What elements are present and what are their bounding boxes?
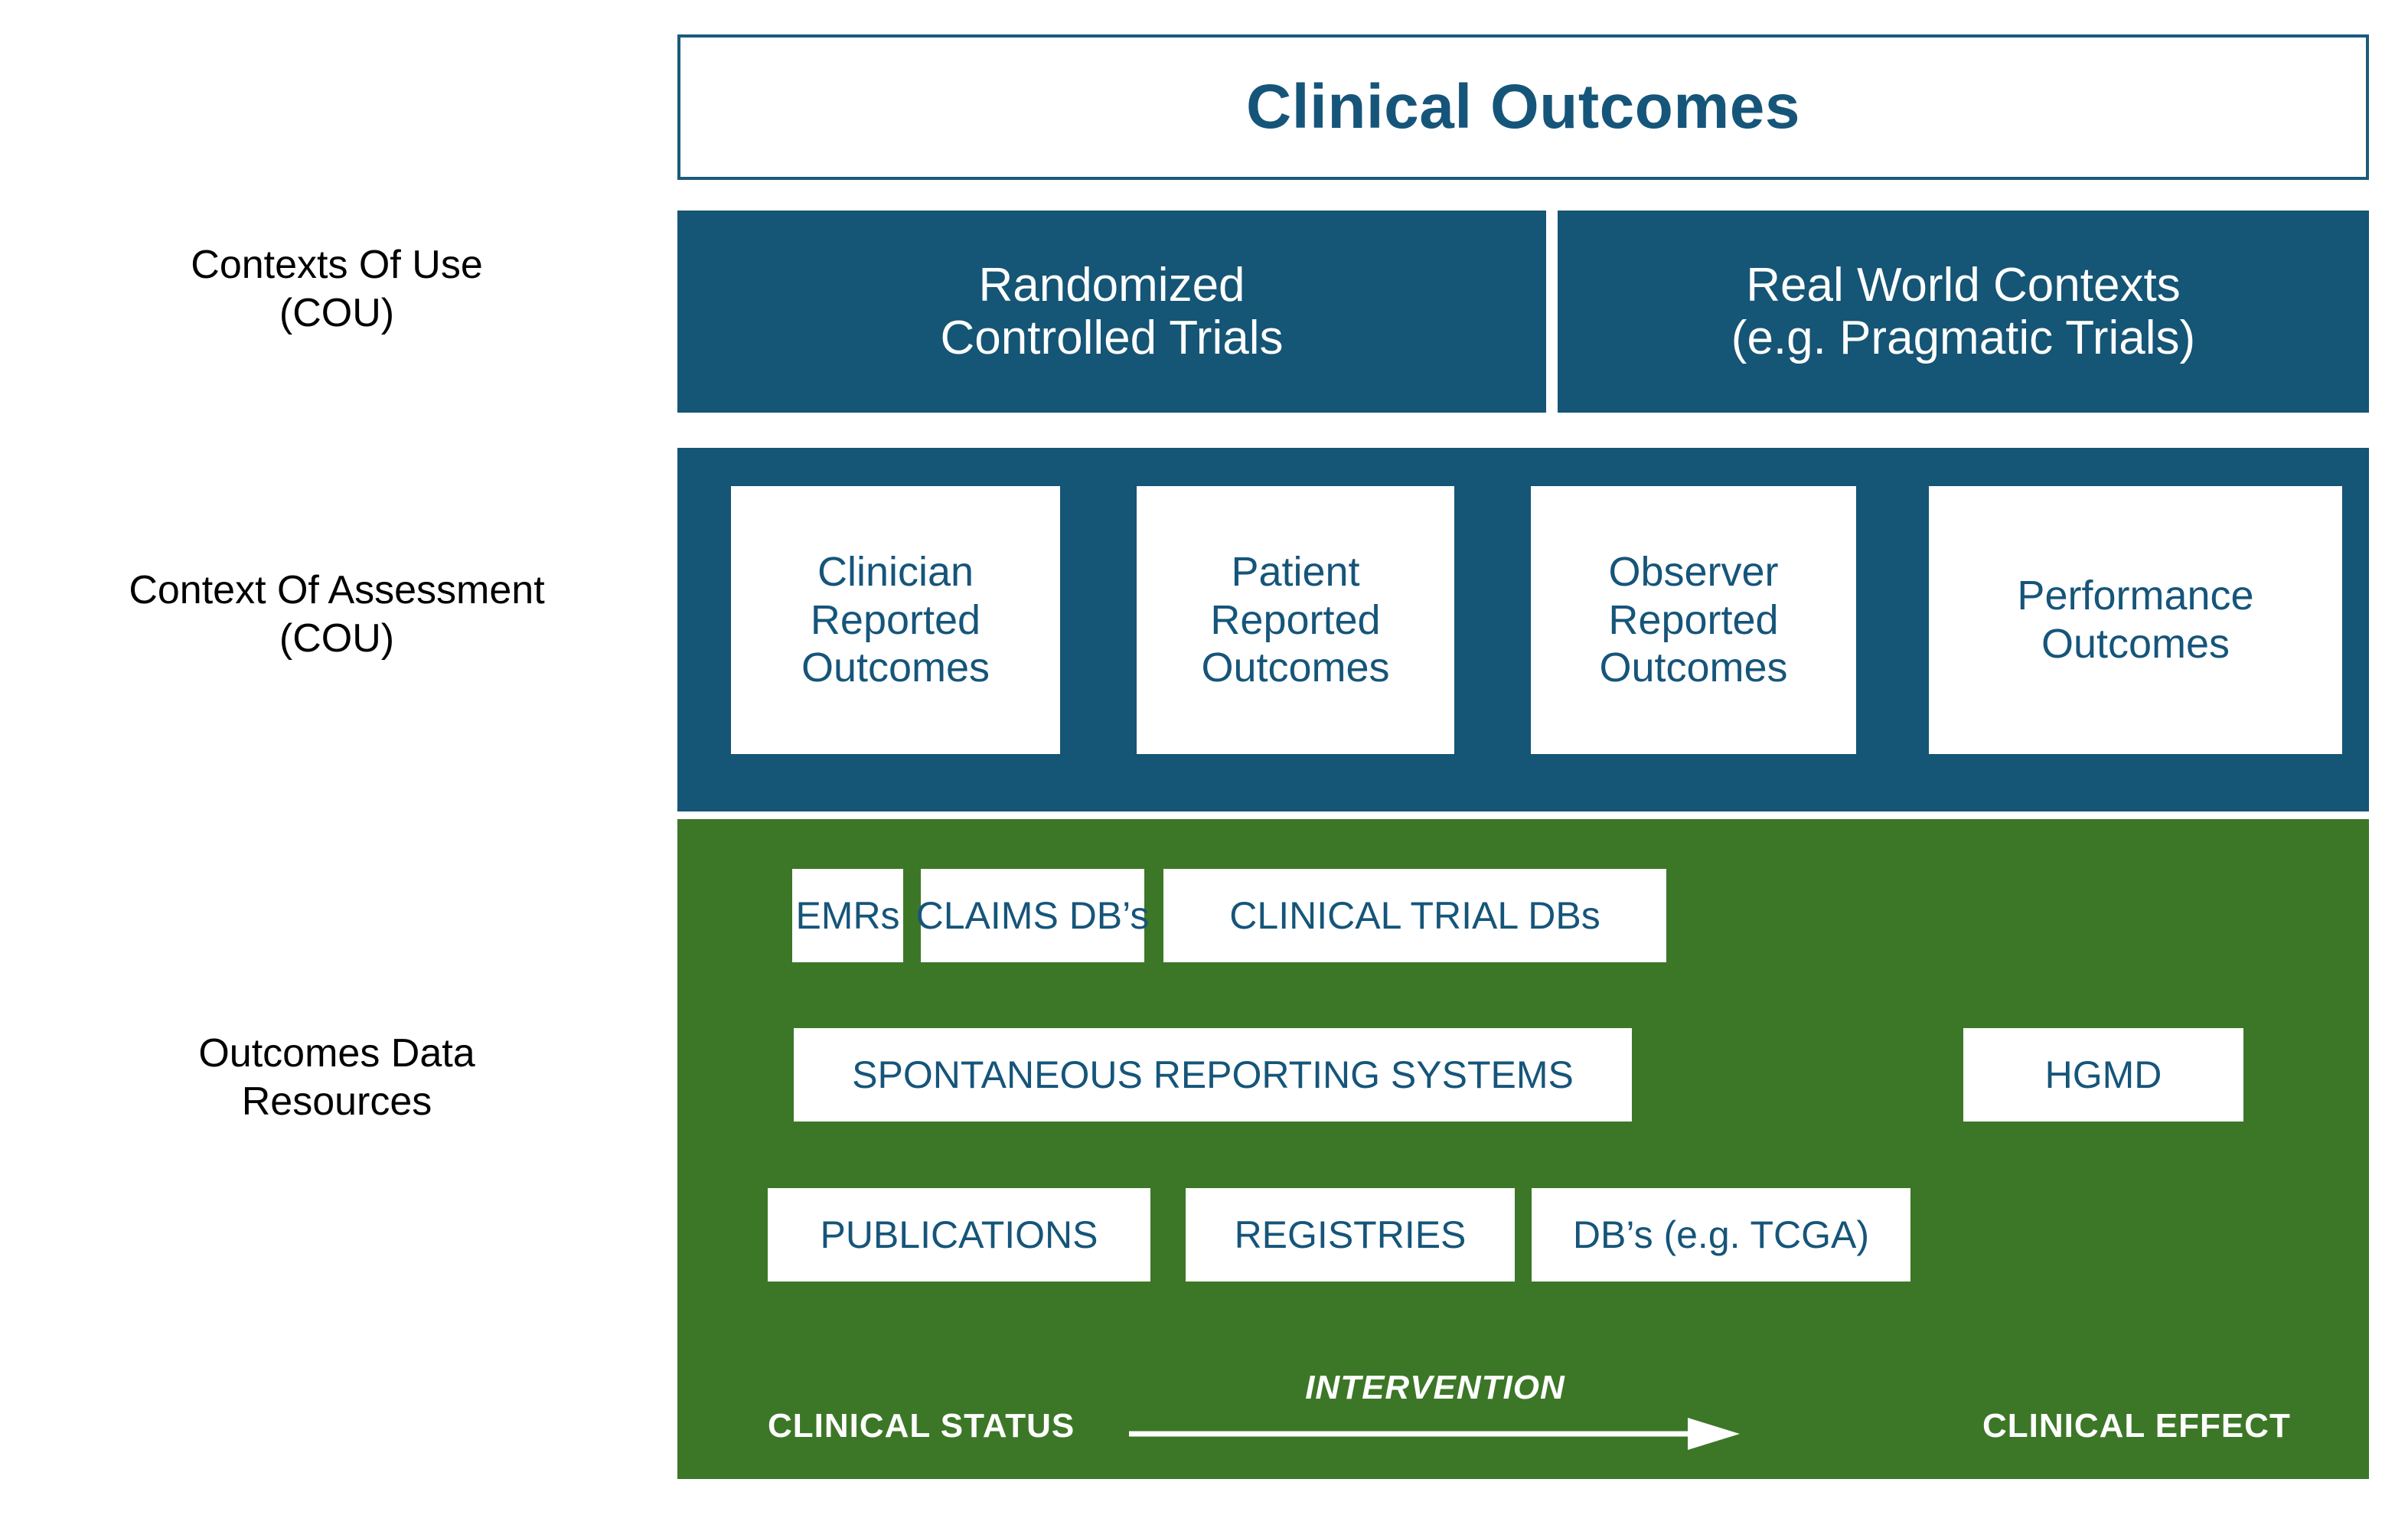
data-resource-hgmd: HGMD: [1963, 1028, 2243, 1122]
outcomes-data-resources-panel: EMRs CLAIMS DB’s CLINICAL TRIAL DBs SPON…: [677, 819, 2369, 1479]
rail-label-outcomes-data-resources: Outcomes Data Resources: [198, 1031, 475, 1125]
data-resource-emrs: EMRs: [792, 869, 903, 962]
clinical-outcomes-title-box: Clinical Outcomes: [677, 34, 2369, 180]
assessment-box-performance-outcomes: Performance Outcomes: [1929, 486, 2342, 754]
page-title: Clinical Outcomes: [1246, 72, 1800, 142]
flow-label-clinical-status: CLINICAL STATUS: [768, 1407, 1075, 1445]
data-resource-claims-dbs: CLAIMS DB’s: [916, 869, 1149, 962]
data-resource-clinical-trial-dbs: CLINICAL TRIAL DBs: [1163, 869, 1666, 962]
rail-label-contexts-of-use: Contexts Of Use (COU): [191, 243, 483, 336]
assessment-box-observer-reported-outcomes: Observer Reported Outcomes: [1531, 486, 1856, 754]
data-resource-dbs-tcga: DB’s (e.g. TCGA): [1532, 1188, 1910, 1282]
context-of-use-real-world-contexts: Real World Contexts (e.g. Pragmatic Tria…: [1558, 211, 2369, 413]
data-resource-spontaneous-reporting-systems: SPONTANEOUS REPORTING SYSTEMS: [794, 1028, 1632, 1122]
data-resource-registries: REGISTRIES: [1186, 1188, 1515, 1282]
rail-label-context-of-assessment: Context Of Assessment (COU): [129, 568, 545, 661]
flow-label-clinical-effect: CLINICAL EFFECT: [1982, 1407, 2291, 1445]
context-of-use-randomized-controlled-trials: Randomized Controlled Trials: [677, 211, 1546, 413]
data-resource-publications: PUBLICATIONS: [768, 1188, 1150, 1282]
flow-label-intervention: INTERVENTION: [1305, 1369, 1565, 1406]
assessment-box-clinician-reported-outcomes: Clinician Reported Outcomes: [731, 486, 1060, 754]
right-arrow-icon: [1129, 1418, 1740, 1450]
context-of-assessment-panel: Clinician Reported Outcomes Patient Repo…: [677, 448, 2369, 811]
assessment-box-patient-reported-outcomes: Patient Reported Outcomes: [1137, 486, 1454, 754]
clinical-flow-strip: CLINICAL STATUS INTERVENTION CLINICAL EF…: [677, 1369, 2369, 1461]
